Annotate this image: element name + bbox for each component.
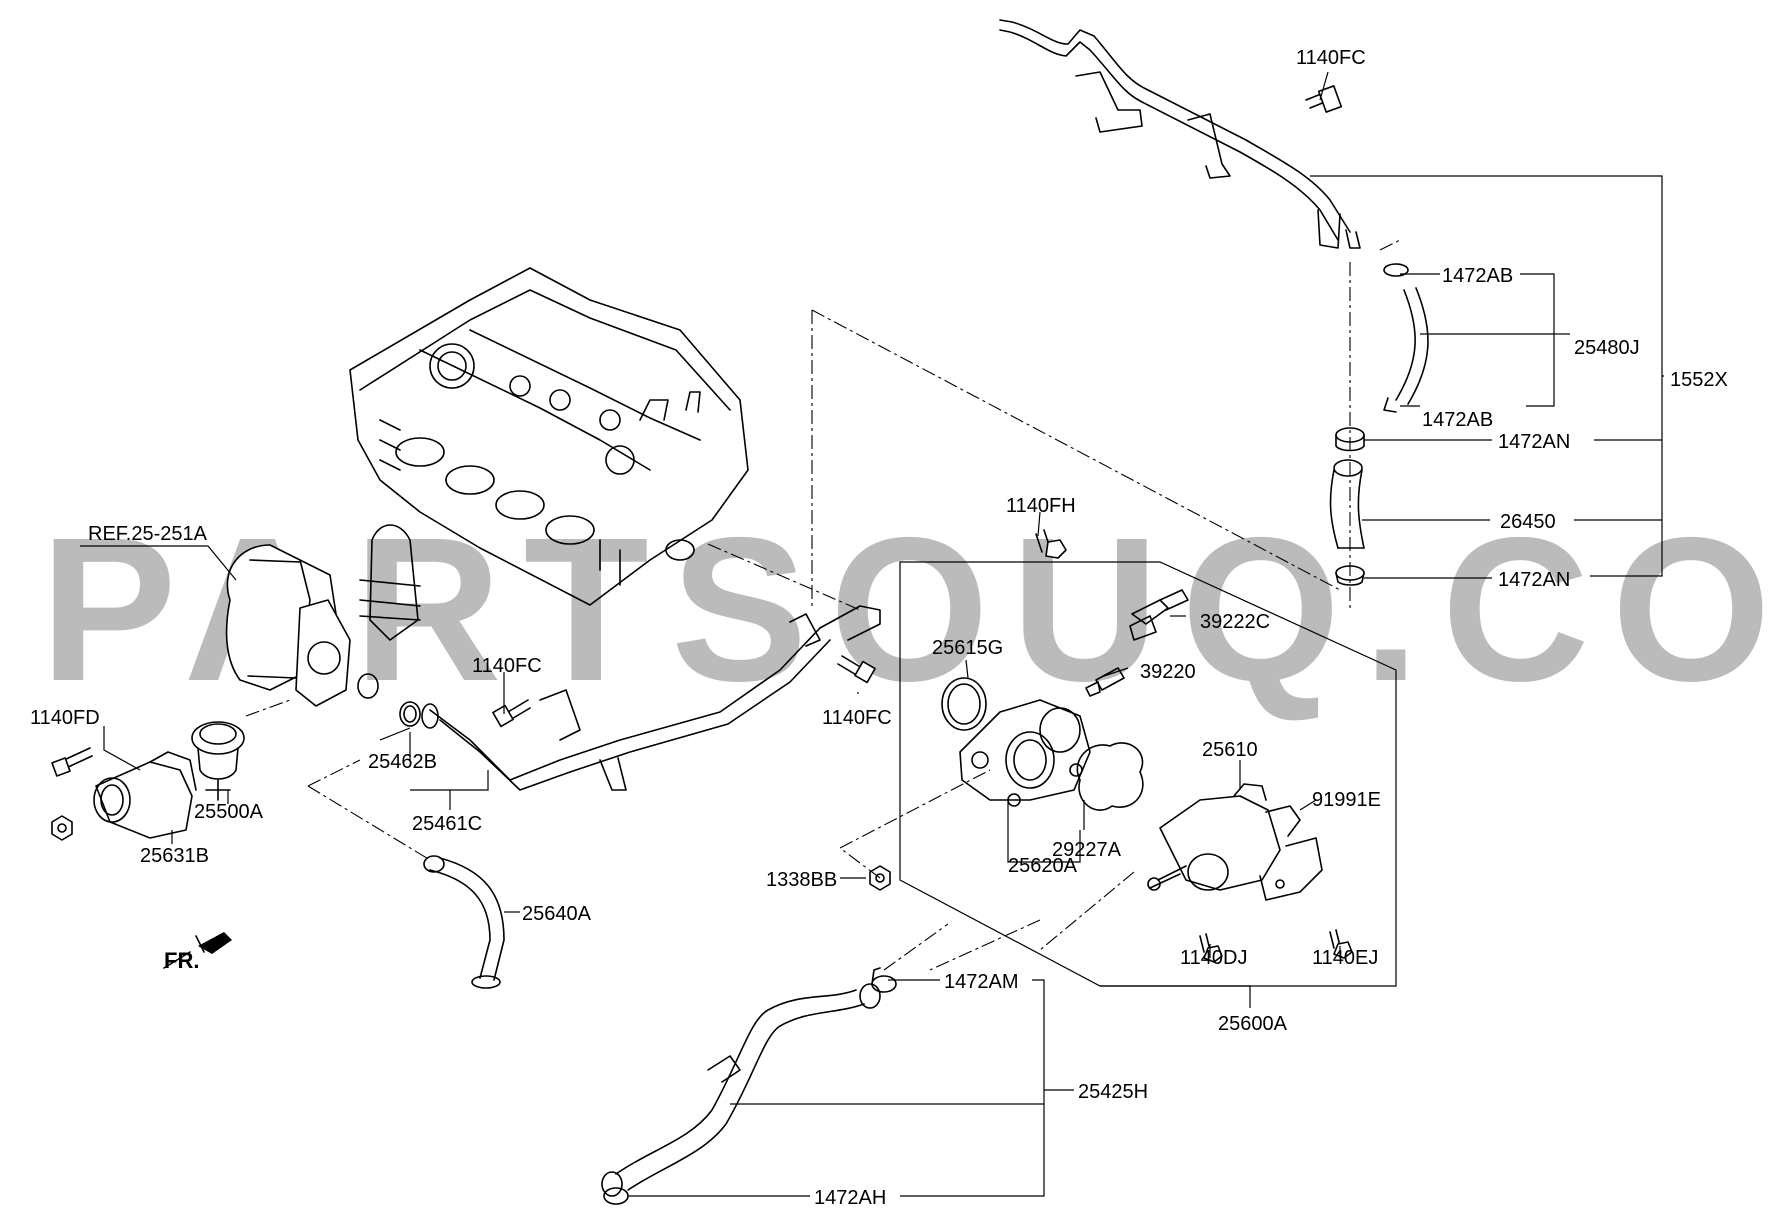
ref-label: REF.25-251A [88, 523, 208, 545]
hose-25480J [1383, 263, 1429, 413]
front-direction-label: FR. [164, 948, 199, 973]
label-1140DJ: 1140DJ [1180, 947, 1247, 969]
pipe-25461C [421, 605, 881, 791]
cylinder-head [349, 267, 749, 606]
gasket-25462B [357, 673, 421, 727]
bolt-1140FD [51, 747, 93, 777]
bolt-1140EJ [1329, 929, 1353, 959]
housing-25610 [1147, 783, 1301, 891]
label-1140FC-top: 1140FC [1296, 47, 1366, 69]
label-29227A: 29227A [1052, 839, 1122, 861]
sensor-39222C [1129, 589, 1189, 641]
label-1472AN-2: 1472AN [1498, 569, 1570, 591]
axis-line-center-3 [839, 769, 991, 879]
bolt-1140FH [1035, 529, 1067, 559]
label-1472AN-1: 1472AN [1498, 431, 1570, 453]
hose-25640A [423, 855, 505, 989]
axis-line-center-4 [707, 543, 861, 611]
label-25600A: 25600A [1218, 1013, 1288, 1035]
label-1472AB-1: 1472AB [1442, 265, 1513, 287]
label-39222C: 39222C [1200, 611, 1270, 633]
front-direction-arrow: FR. [163, 932, 232, 973]
hose-26450 [1329, 459, 1365, 549]
axis-line-left-2 [245, 699, 291, 717]
leader-lines [80, 71, 1664, 1197]
label-1140FC-right: 1140FC [822, 707, 892, 729]
label-1472AB-2: 1472AB [1422, 409, 1493, 431]
label-26450: 26450 [1500, 511, 1556, 533]
label-1140FC-mid: 1140FC [472, 655, 542, 677]
label-25500A: 25500A [194, 801, 264, 823]
label-1338BB: 1338BB [766, 869, 837, 891]
bracket-91991E [1259, 837, 1323, 901]
bypass-pipe-assembly [999, 19, 1361, 249]
bolt-1140FC-right [837, 655, 876, 684]
label-25462B: 25462B [368, 751, 437, 773]
gasket-29227A [1076, 742, 1144, 811]
bolt-1140DJ [1199, 933, 1223, 963]
label-25640A: 25640A [522, 903, 592, 925]
axis-line-short [1379, 239, 1401, 251]
housing-25620A [959, 699, 1091, 807]
group-outline-25600A [899, 561, 1397, 987]
axis-line-lower [929, 871, 1135, 971]
label-25620A: 25620A [1008, 855, 1078, 877]
label-1140FH: 1140FH [1006, 495, 1076, 517]
label-25480J: 25480J [1574, 337, 1640, 359]
housing-25631B [93, 751, 197, 839]
label-25425H: 25425H [1078, 1081, 1148, 1103]
label-1472AH: 1472AH [814, 1187, 886, 1209]
clamp-1472AM [871, 967, 897, 993]
label-25461C: 25461C [412, 813, 482, 835]
axis-line-bottom [883, 923, 949, 971]
bolt-1140FC-mid [492, 699, 531, 728]
label-39220: 39220 [1140, 661, 1196, 683]
label-1472AM: 1472AM [944, 971, 1019, 993]
label-25615G: 25615G [932, 637, 1003, 659]
label-91991E: 91991E [1312, 789, 1381, 811]
clamp-1472AH [603, 1187, 629, 1205]
sensor-39220 [1085, 667, 1125, 697]
nut-left [51, 815, 73, 841]
label-25610: 25610 [1202, 739, 1258, 761]
hose-25425H [601, 983, 881, 1197]
axis-line-left [307, 759, 431, 861]
water-pump-ref [225, 524, 421, 707]
bolt-1140FC-top [1305, 85, 1343, 113]
gasket-25615G [941, 677, 987, 731]
label-1140FD: 1140FD [30, 707, 100, 729]
label-1140EJ: 1140EJ [1312, 947, 1378, 969]
label-25631B: 25631B [140, 845, 209, 867]
label-1552X: 1552X [1670, 369, 1728, 391]
thermostat-25500A [191, 721, 245, 801]
